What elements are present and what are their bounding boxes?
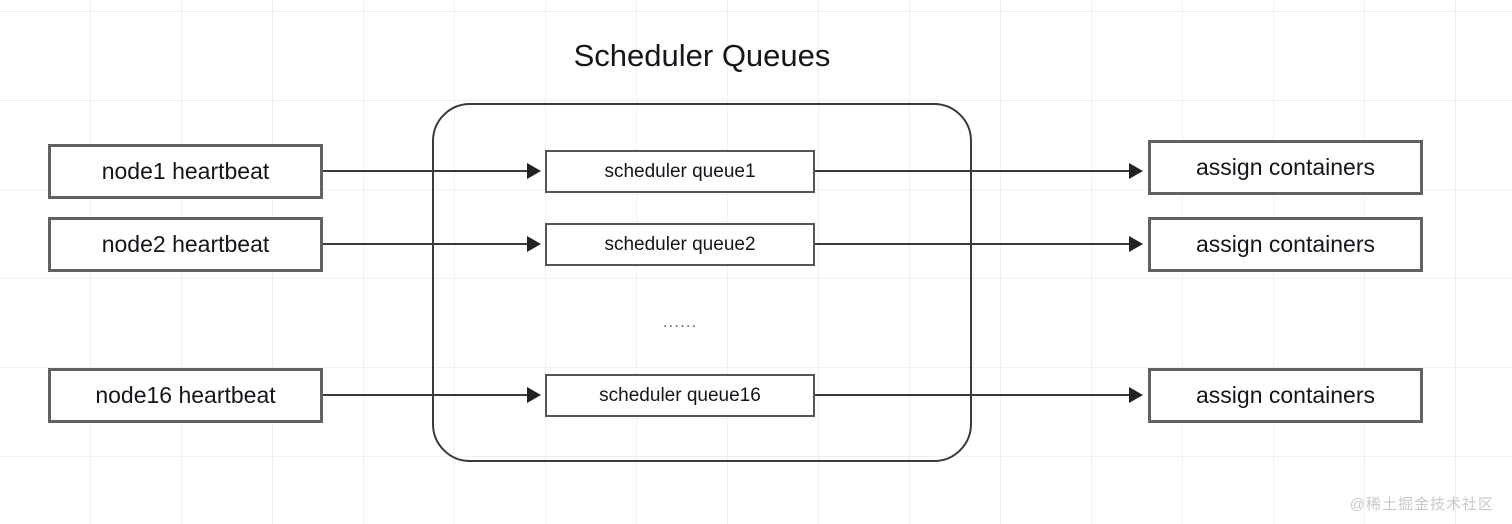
queue-ellipsis: ...... — [662, 312, 698, 331]
arrowhead-icon — [527, 236, 541, 252]
node-assign-containers-1[interactable]: assign containers — [1148, 140, 1423, 195]
node-assign-containers-3[interactable]: assign containers — [1148, 368, 1423, 423]
arrowhead-icon — [1129, 387, 1143, 403]
node-label: assign containers — [1196, 231, 1375, 257]
node-label: assign containers — [1196, 154, 1375, 180]
node-label: scheduler queue2 — [604, 233, 756, 255]
node-label: assign containers — [1196, 382, 1375, 408]
connector-queue16-to-assign3 — [815, 394, 1131, 396]
node-label: node16 heartbeat — [95, 382, 276, 408]
connector-queue2-to-assign2 — [815, 243, 1131, 245]
connector-queue1-to-assign1 — [815, 170, 1131, 172]
connector-node1-to-queue1 — [323, 170, 529, 172]
node-scheduler-queue1[interactable]: scheduler queue1 — [545, 150, 815, 193]
node-node16-heartbeat[interactable]: node16 heartbeat — [48, 368, 323, 423]
connector-node2-to-queue2 — [323, 243, 529, 245]
arrowhead-icon — [527, 163, 541, 179]
node-label: scheduler queue1 — [604, 160, 756, 182]
connector-node16-to-queue16 — [323, 394, 529, 396]
node-label: scheduler queue16 — [599, 384, 761, 406]
arrowhead-icon — [1129, 236, 1143, 252]
node-assign-containers-2[interactable]: assign containers — [1148, 217, 1423, 272]
scheduler-queues-group — [432, 103, 972, 462]
node-label: node2 heartbeat — [101, 231, 270, 257]
node-node2-heartbeat[interactable]: node2 heartbeat — [48, 217, 323, 272]
arrowhead-icon — [527, 387, 541, 403]
diagram-title: Scheduler Queues — [573, 38, 831, 73]
node-scheduler-queue2[interactable]: scheduler queue2 — [545, 223, 815, 266]
node-scheduler-queue16[interactable]: scheduler queue16 — [545, 374, 815, 417]
arrowhead-icon — [1129, 163, 1143, 179]
watermark: @稀土掘金技术社区 — [1349, 496, 1494, 513]
node-node1-heartbeat[interactable]: node1 heartbeat — [48, 144, 323, 199]
node-label: node1 heartbeat — [101, 158, 270, 184]
